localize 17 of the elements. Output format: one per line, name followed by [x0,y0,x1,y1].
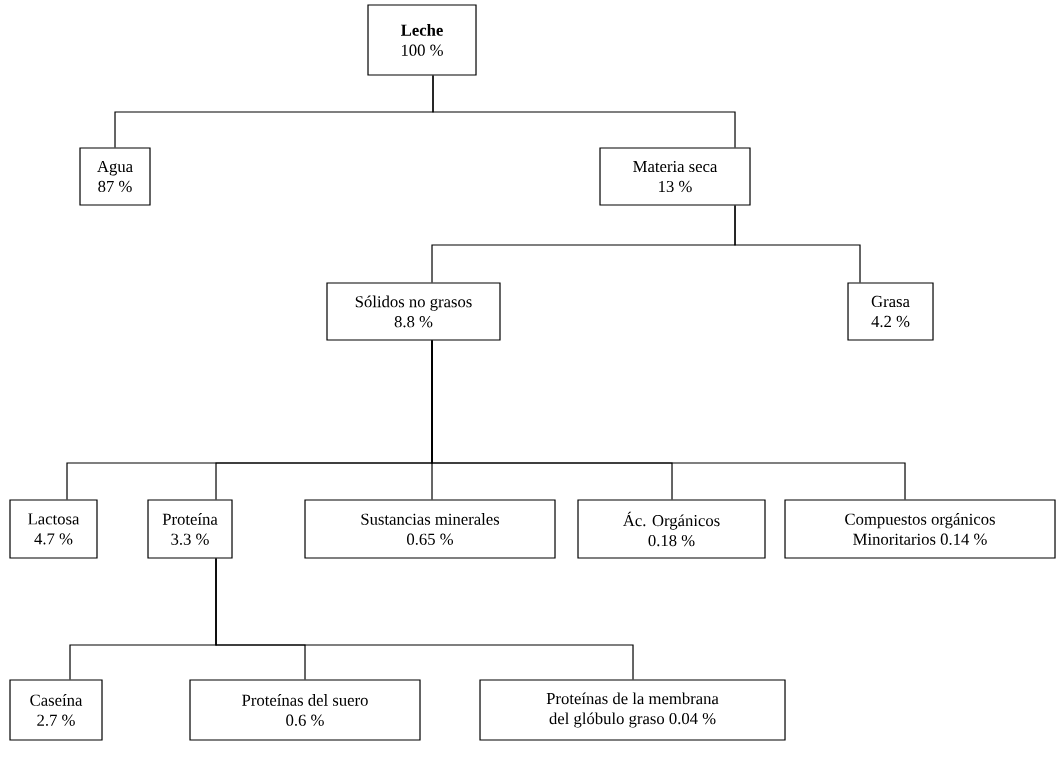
connector-line [734,205,861,283]
component-box: Sustancias minerales 0.65 % [304,499,556,559]
component-box: Sólidos no grasos 8.8 % [326,282,501,341]
component-box: Compuestos orgánicos Minoritarios 0.14 % [784,499,1056,559]
connector-line [432,75,736,148]
component-box: Ác. Orgánicos 0.18 % [577,499,766,559]
component-box: Grasa 4.2 % [847,282,934,341]
connector-line [431,340,906,500]
component-box: Materia seca 13 % [599,147,751,206]
component-box: Proteínas de la membrana del glóbulo graso 0.04 % [479,679,786,741]
component-box: Caseína 2.7 % [9,679,103,741]
component-box: Proteínas del suero 0.6 % [189,679,421,741]
component-box: Leche 100 % [367,4,477,76]
component-box: Proteína 3.3 % [147,499,233,559]
connector-line [215,558,634,680]
component-box: Agua 87 % [79,147,151,206]
component-box: Lactosa 4.7 % [9,499,98,559]
